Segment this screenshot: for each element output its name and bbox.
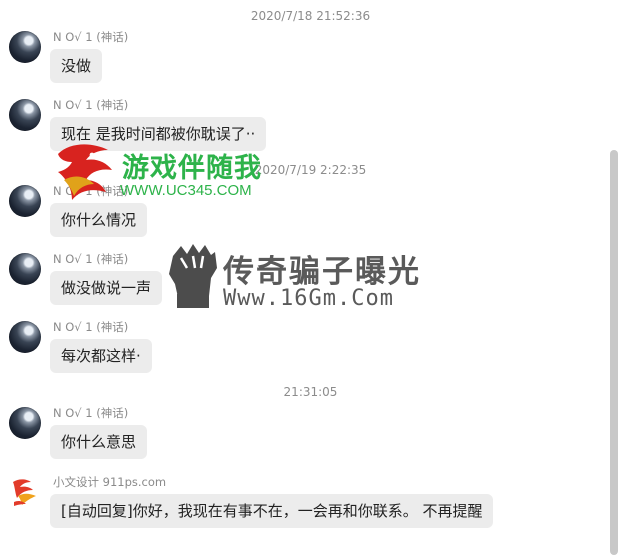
- avatar[interactable]: [9, 407, 41, 439]
- sender-name: N O√ 1 (神话): [53, 252, 129, 266]
- message-bubble: 没做: [50, 49, 103, 83]
- message: N O√ 1 (神话) 做没做说一声: [0, 252, 600, 323]
- avatar[interactable]: [9, 185, 41, 217]
- message: N O√ 1 (神话) 每次都这样·: [0, 320, 600, 391]
- message: N O√ 1 (神话) 没做: [0, 30, 600, 101]
- avatar[interactable]: [9, 476, 41, 508]
- avatar[interactable]: [9, 253, 41, 285]
- watermark-scam-url: Www.16Gm.Com: [223, 286, 394, 311]
- dragon-icon: [58, 144, 112, 200]
- message: 小文设计 911ps.com [自动回复]你好，我现在有事不在，一会再和你联系。…: [0, 475, 600, 546]
- fist-icon: [169, 244, 217, 308]
- timestamp: 2020/7/18 21:52:36: [250, 9, 371, 23]
- message-bubble: 做没做说一声: [50, 271, 163, 305]
- sender-name: N O√ 1 (神话): [53, 98, 129, 112]
- timestamp: 21:31:05: [283, 385, 338, 399]
- message-bubble: 你什么意思: [50, 425, 148, 459]
- watermark-scam-title: 传奇骗子曝光: [223, 254, 421, 290]
- message: N O√ 1 (神话) 你什么意思: [0, 406, 600, 477]
- scrollbar[interactable]: [610, 150, 618, 555]
- sender-name: N O√ 1 (神话): [53, 30, 129, 44]
- avatar[interactable]: [9, 99, 41, 131]
- message-bubble: 你什么情况: [50, 203, 148, 237]
- message-bubble: 每次都这样·: [50, 339, 152, 373]
- sender-name: N O√ 1 (神话): [53, 406, 129, 420]
- watermark-scam: 传奇骗子曝光 Www.16Gm.Com: [165, 238, 465, 318]
- watermark-game-title: 游戏伴随我: [122, 153, 262, 184]
- timestamp: 2020/7/19 2:22:35: [254, 163, 367, 177]
- message-bubble: [自动回复]你好，我现在有事不在，一会再和你联系。 不再提醒: [50, 494, 494, 528]
- avatar[interactable]: [9, 31, 41, 63]
- brand-logo-icon: [13, 479, 36, 506]
- watermark-game: 游戏伴随我 WWW.UC345.COM: [52, 140, 292, 210]
- watermark-game-url: WWW.UC345.COM: [120, 182, 252, 199]
- sender-name: N O√ 1 (神话): [53, 320, 129, 334]
- sender-name: 小文设计 911ps.com: [53, 475, 167, 489]
- avatar[interactable]: [9, 321, 41, 353]
